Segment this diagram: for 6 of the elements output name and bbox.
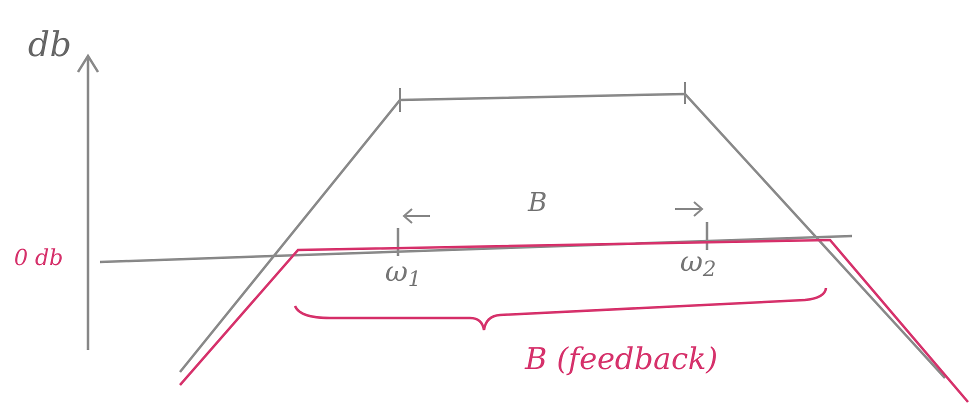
bandwidth-label: B	[528, 190, 548, 216]
bandwidth-label: B (feedback)	[525, 345, 718, 375]
frequency-label: ω$_{2}$	[680, 248, 716, 276]
axis-label: 0 db	[14, 248, 64, 270]
axis-label: db	[28, 28, 72, 62]
frequency-label: ω$_{1}$	[385, 258, 422, 286]
